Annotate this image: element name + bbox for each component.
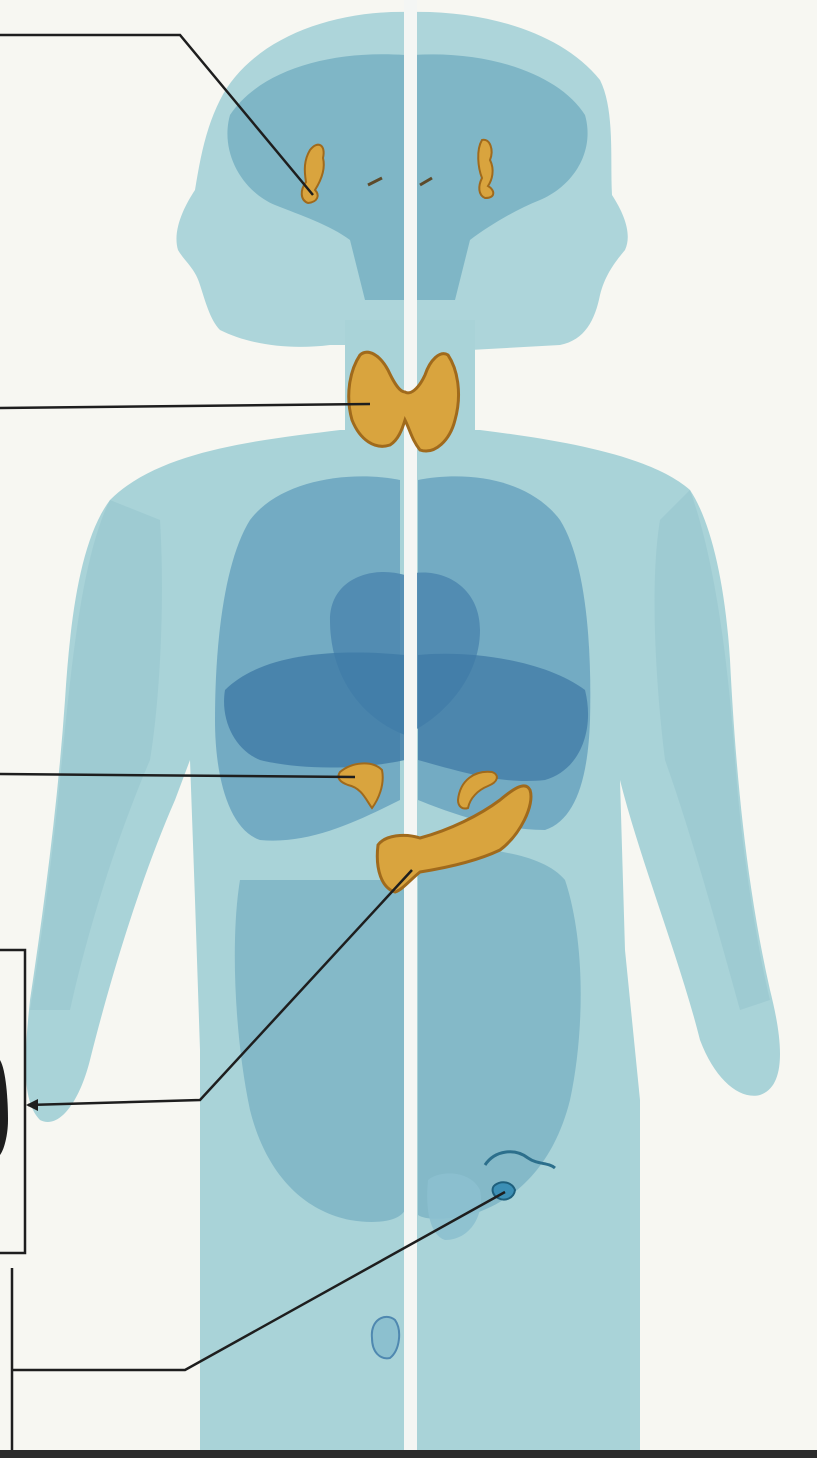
testis-left: [372, 1317, 399, 1358]
center-divider: [404, 0, 417, 1458]
pituitary-right: [478, 140, 493, 198]
bottom-strip: [0, 1450, 817, 1458]
